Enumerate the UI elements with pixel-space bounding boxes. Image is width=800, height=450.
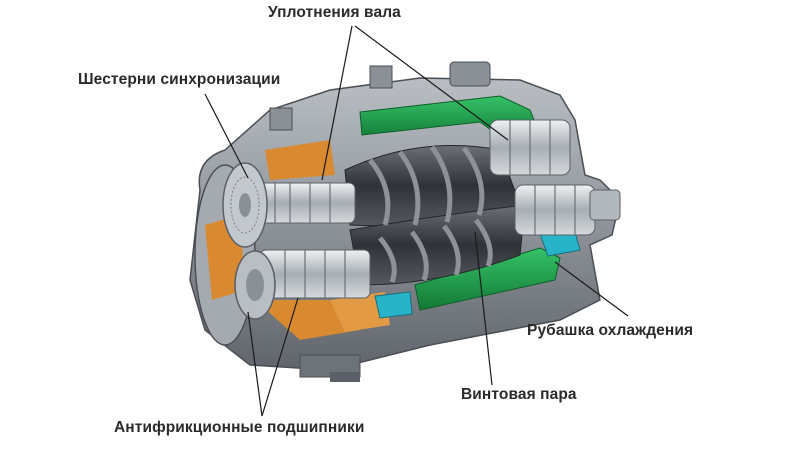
leader-rotors xyxy=(474,231,493,386)
screw-rotors xyxy=(344,145,526,286)
label-antifriction-bearings: Антифрикционные подшипники xyxy=(114,419,365,436)
label-shaft-seals: Уплотнения вала xyxy=(268,4,401,21)
leader-seals-right xyxy=(354,25,509,141)
leader-gears xyxy=(204,93,249,179)
label-screw-pair: Винтовая пара xyxy=(461,386,577,403)
timing-gear xyxy=(222,162,276,320)
leader-bearings-2 xyxy=(247,311,263,417)
cooling-jacket xyxy=(359,95,581,319)
leader-bearings-1 xyxy=(261,297,299,417)
leader-seals-left xyxy=(321,25,353,181)
label-timing-gears: Шестерни синхронизации xyxy=(78,71,281,88)
leader-lines xyxy=(204,25,629,417)
shafts-and-bearings xyxy=(254,119,621,299)
label-cooling-jacket: Рубашка охлаждения xyxy=(527,322,694,339)
leader-jacket xyxy=(554,261,629,317)
